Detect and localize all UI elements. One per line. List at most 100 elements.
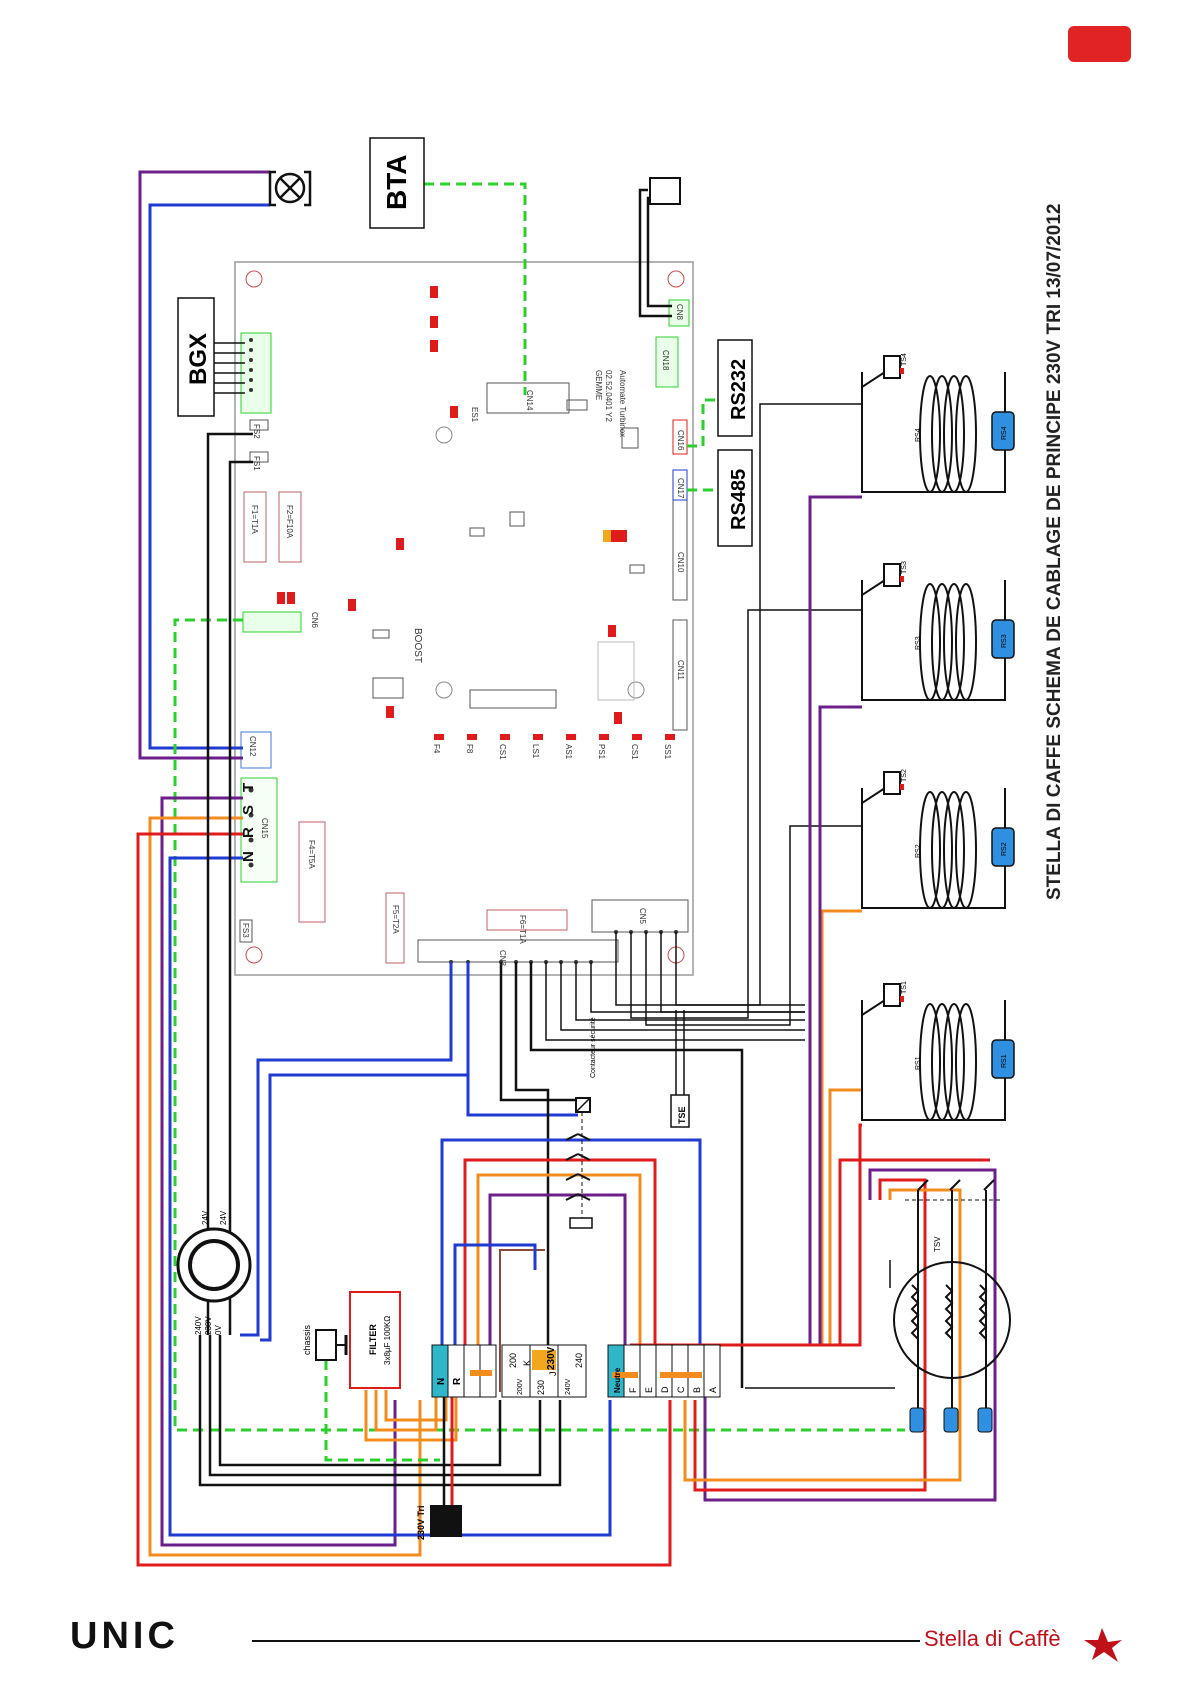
coil-loop bbox=[943, 1003, 965, 1121]
connector-cn12: CN12 bbox=[248, 736, 257, 757]
tb-right-c: C bbox=[676, 1386, 686, 1393]
sensor-icon bbox=[991, 619, 1015, 659]
tap-j: J bbox=[548, 1372, 558, 1377]
fuse-f5: F5=T2A bbox=[391, 905, 400, 934]
coil-loop bbox=[955, 791, 977, 909]
coil-loop bbox=[943, 375, 965, 493]
transformer: 24V 24V 240V 230V 0V bbox=[176, 1210, 252, 1335]
filter-value: 3x8µF 100KΩ bbox=[383, 1316, 392, 1365]
board-labels: 02.52.0401 Y2 Automate Turbinox GEMME BO… bbox=[241, 304, 685, 967]
bta-box: BTA bbox=[369, 137, 425, 229]
coil-loop bbox=[919, 375, 941, 493]
led-cs1a: CS1 bbox=[498, 744, 507, 760]
transformer-out-2: 24V bbox=[219, 1210, 228, 1225]
thermostat-dot bbox=[900, 576, 904, 582]
tsv-switch: TSV bbox=[905, 1179, 1000, 1420]
tsv-label: TSV bbox=[933, 1236, 942, 1252]
connector-cn5: CN5 bbox=[638, 908, 647, 925]
chassis-label: chassis bbox=[302, 1324, 312, 1355]
tb-right-f: F bbox=[628, 1387, 638, 1393]
tb-right-neutre: Neutre bbox=[613, 1367, 622, 1393]
board-name: Automate Turbinox bbox=[618, 370, 627, 437]
tb-right-e: E bbox=[644, 1387, 654, 1393]
chassis-ground: chassis bbox=[302, 1324, 348, 1361]
element-label: RS3 bbox=[915, 636, 922, 650]
connector-cn8: CN8 bbox=[675, 304, 684, 321]
control-board bbox=[234, 261, 694, 976]
rs485-box: RS485 bbox=[717, 449, 753, 547]
unic-logo-text: UNIC bbox=[70, 1618, 179, 1654]
thermostat-icon bbox=[883, 355, 901, 379]
top-right-connector bbox=[649, 177, 681, 205]
transformer-in-1: 240V bbox=[194, 1316, 203, 1335]
thermostat-dot bbox=[900, 368, 904, 374]
board-ref: 02.52.0401 Y2 bbox=[604, 370, 613, 422]
contactor: Contacteur sécurité bbox=[565, 1017, 597, 1230]
tse-label: TSE bbox=[677, 1106, 687, 1124]
mains-r: R bbox=[240, 827, 257, 838]
tb-left-r: R bbox=[452, 1377, 463, 1385]
tap-230: 230 bbox=[536, 1380, 546, 1395]
mains-t: T bbox=[240, 783, 257, 792]
connector-cn14: CN14 bbox=[525, 390, 534, 411]
led-ls1: LS1 bbox=[531, 744, 540, 759]
rs232-box: RS232 bbox=[717, 339, 753, 437]
thermostat-label: TS1 bbox=[901, 981, 908, 994]
group-frame bbox=[861, 580, 1006, 701]
coil-loop bbox=[955, 583, 977, 701]
tb-right-a: A bbox=[708, 1387, 718, 1393]
bgx-label: BGX bbox=[185, 333, 212, 385]
connector-cn18: CN18 bbox=[661, 350, 670, 371]
coil-loop bbox=[955, 375, 977, 493]
terminal-block-left: N R bbox=[431, 1344, 497, 1398]
led-as1: AS1 bbox=[564, 744, 573, 760]
bta-label: BTA bbox=[381, 155, 412, 210]
connector-cn3: CN3 bbox=[498, 950, 507, 967]
diagram-title: STELLA DI CAFFE SCHEMA DE CABLAGE DE PRI… bbox=[1044, 204, 1065, 900]
lamp-symbol bbox=[268, 170, 312, 207]
thermostat-label: TS3 bbox=[901, 561, 908, 574]
tap-k: K bbox=[522, 1360, 532, 1366]
thermostat-dot bbox=[900, 996, 904, 1002]
fuse-f2: F2=F10A bbox=[285, 505, 294, 539]
boost-label: BOOST bbox=[412, 628, 423, 663]
connector-cn17: CN17 bbox=[676, 478, 685, 499]
coil-loop bbox=[931, 791, 953, 909]
contactor-label: Contacteur sécurité bbox=[590, 1017, 597, 1078]
mains-s: S bbox=[240, 805, 257, 815]
rs232-label: RS232 bbox=[728, 359, 750, 420]
connector-fs3: FS3 bbox=[241, 923, 250, 938]
element-label: RS4 bbox=[915, 428, 922, 442]
transformer-in-2: 230V bbox=[204, 1316, 213, 1335]
tap-selected: 230V bbox=[546, 1346, 557, 1370]
connector-cn6: CN6 bbox=[310, 612, 319, 629]
connector-fs2: FS2 bbox=[252, 424, 261, 439]
connector-es1: ES1 bbox=[470, 407, 479, 423]
mains-input-labels: N R S T bbox=[240, 783, 257, 862]
group-frame bbox=[861, 1000, 1006, 1121]
thermostat-label: TS4 bbox=[901, 353, 908, 366]
supply-plug: 230V Tri bbox=[416, 1505, 462, 1540]
filter-box: FILTER 3x8µF 100KΩ bbox=[349, 1291, 401, 1389]
star-icon bbox=[1084, 1628, 1122, 1662]
led-cs1b: CS1 bbox=[630, 744, 639, 760]
led-f8: F8 bbox=[465, 744, 474, 754]
sensor-label: RS3 bbox=[1001, 634, 1008, 648]
element-label: RS1 bbox=[915, 1056, 922, 1070]
coil-loop bbox=[955, 1003, 977, 1121]
coil-loop bbox=[943, 791, 965, 909]
thermostat-dot bbox=[900, 784, 904, 790]
tap-200: 200 bbox=[508, 1353, 518, 1368]
coil-loop bbox=[943, 583, 965, 701]
sensor-label: RS2 bbox=[1001, 842, 1008, 856]
fuse-f6: F6=T1A bbox=[518, 915, 527, 944]
thermostat-label: TS2 bbox=[901, 769, 908, 782]
terminal-block-right: Neutre F E D C B A bbox=[607, 1344, 721, 1398]
tb-right-d: D bbox=[660, 1386, 670, 1393]
tb-right-b: B bbox=[692, 1387, 702, 1393]
sensor-label: RS4 bbox=[1001, 426, 1008, 440]
